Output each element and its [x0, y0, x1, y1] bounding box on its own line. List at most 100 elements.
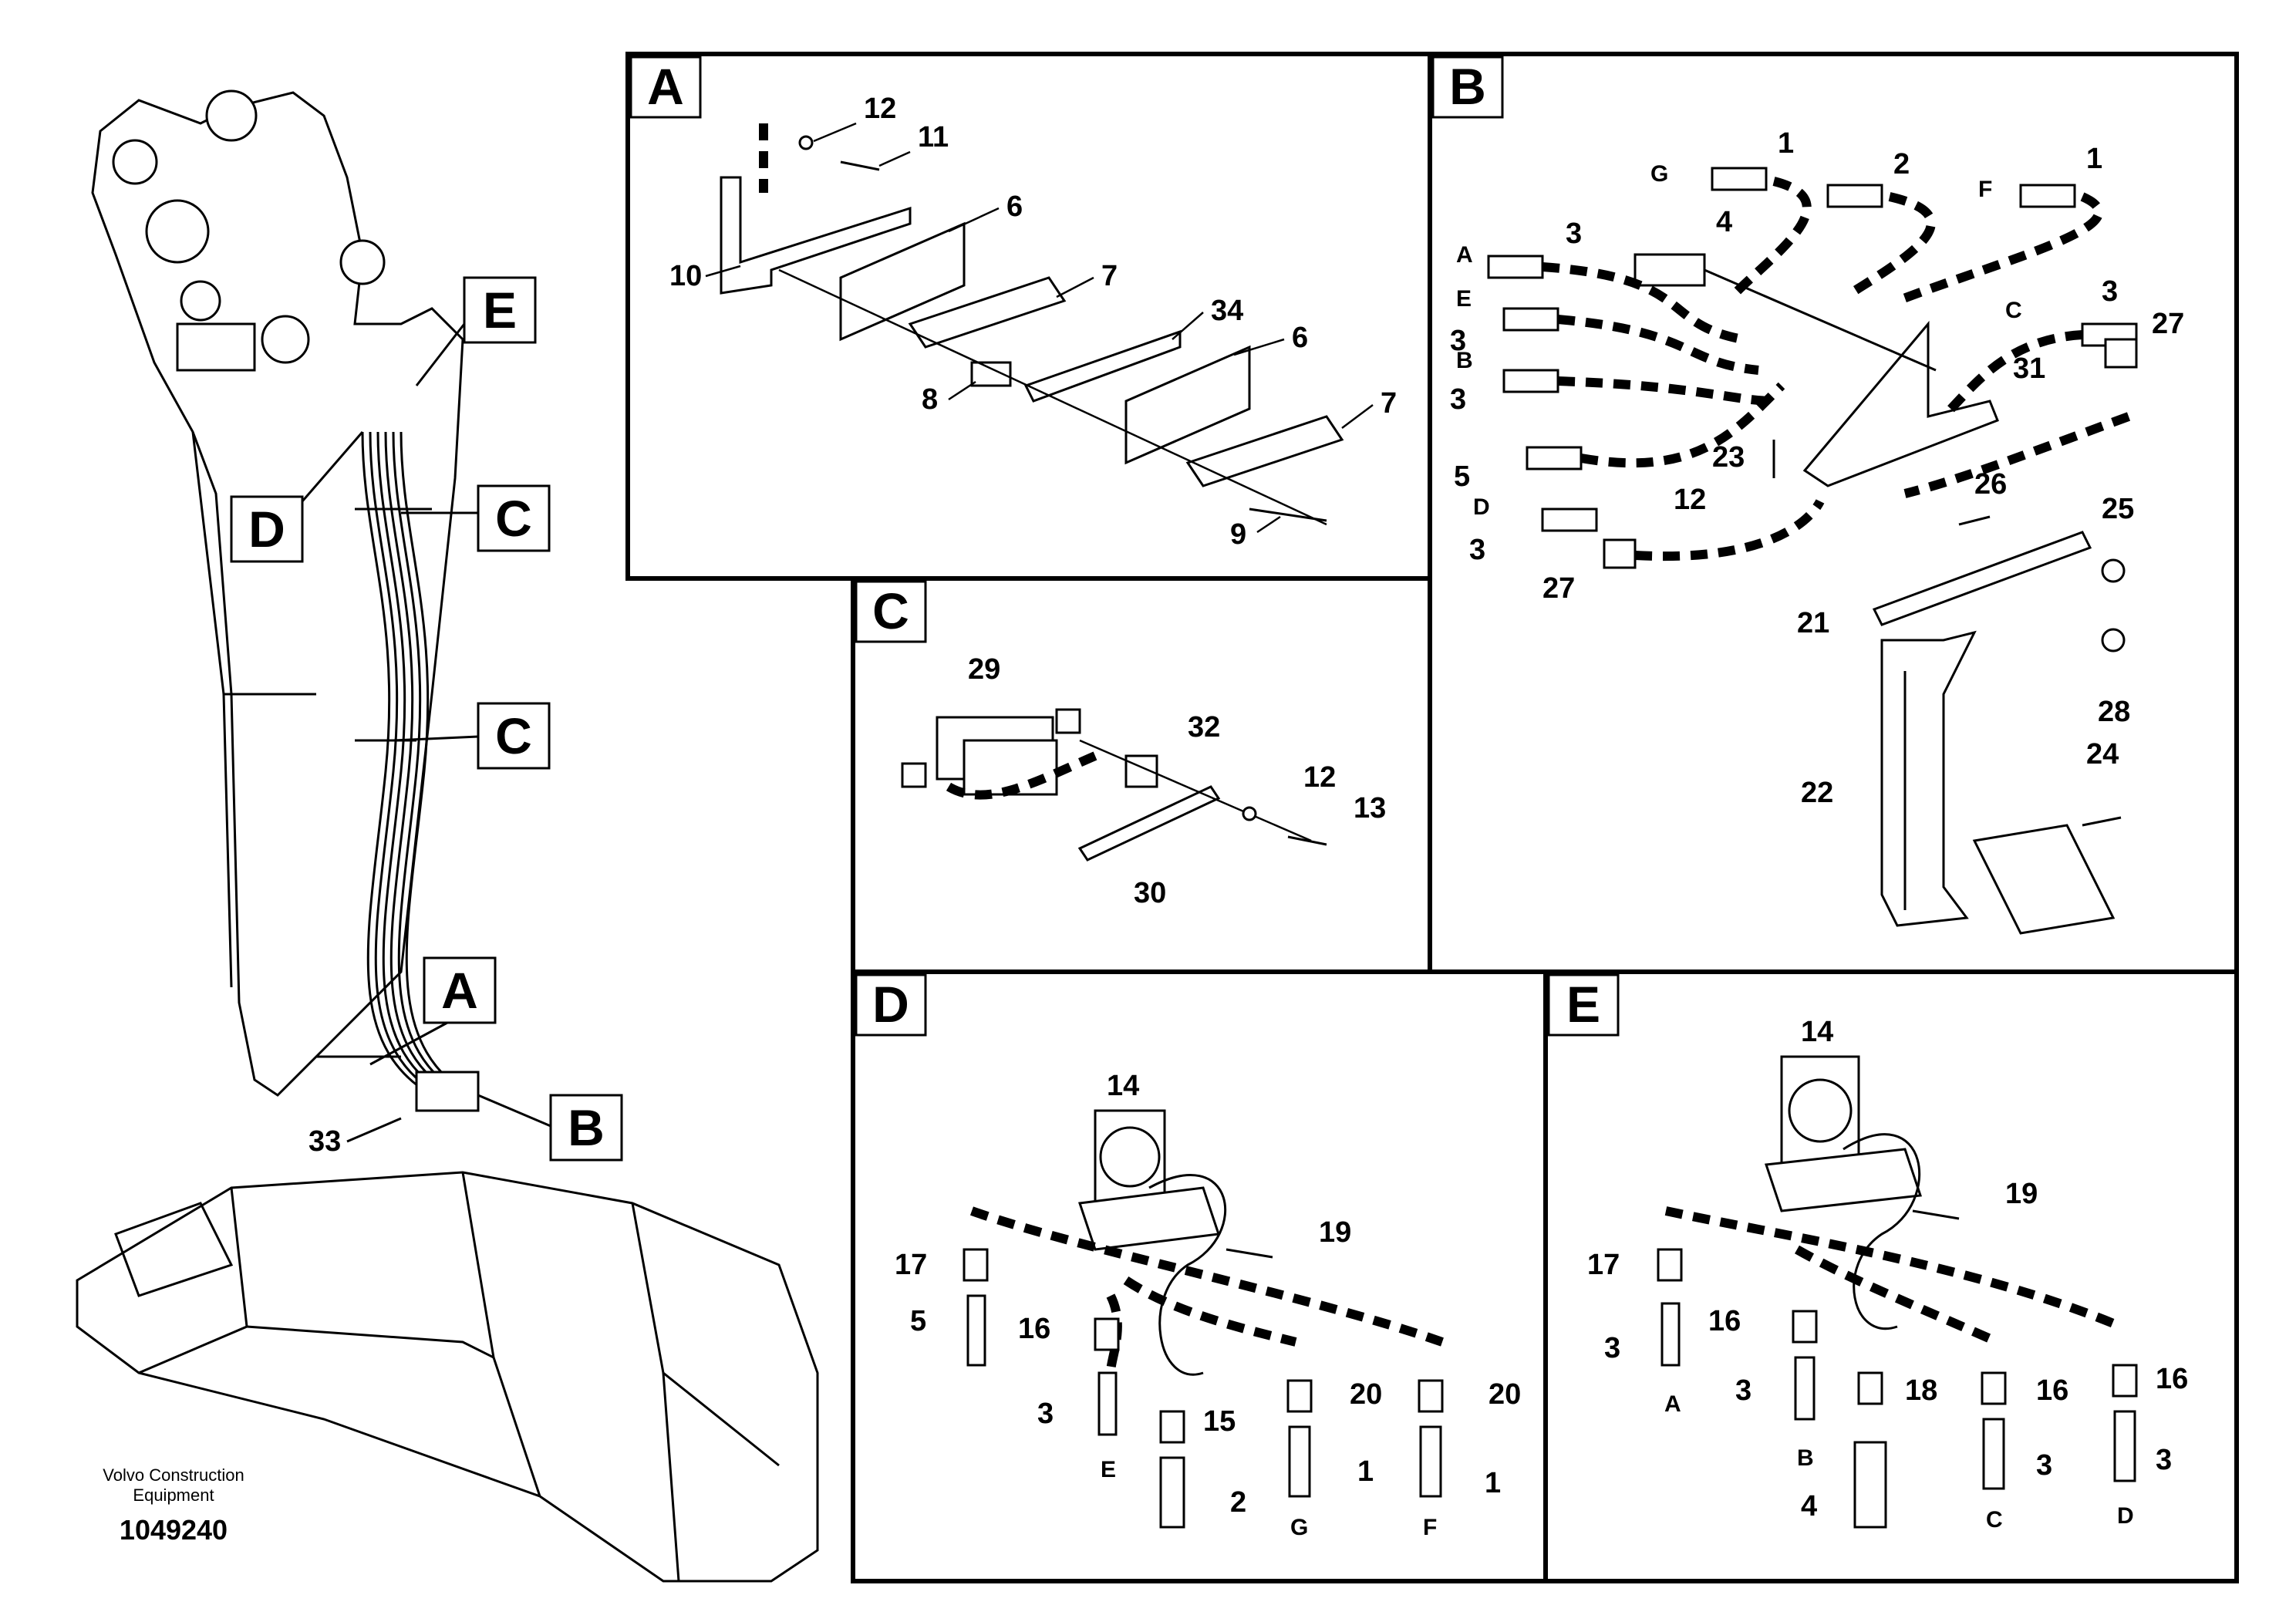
part-label: 12 — [1303, 761, 1336, 794]
hose-letter: C — [1986, 1507, 2003, 1533]
panel-c: C 29 32 12 13 30 — [851, 576, 1432, 974]
hose-letter: B — [1797, 1445, 1814, 1471]
panel-c-label: C — [872, 582, 909, 639]
panel-b: B — [1428, 52, 2239, 974]
part-label: 32 — [1188, 711, 1220, 744]
part-label: 1 — [1778, 127, 1794, 160]
boom-overview: E D C C A B 33 — [76, 89, 819, 1583]
part-label: 10 — [669, 260, 702, 292]
part-label: 28 — [2098, 696, 2130, 728]
svg-text:E: E — [483, 282, 517, 339]
part-label: 3 — [1469, 534, 1485, 566]
drawing-number: 1049240 — [120, 1514, 228, 1546]
overview-tag-e[interactable]: E — [415, 276, 537, 386]
part-label: 3 — [1735, 1374, 1752, 1407]
part-label: 12 — [864, 93, 896, 125]
part-label: 18 — [1905, 1374, 1937, 1407]
footer: Volvo Construction Equipment 1049240 — [103, 1465, 244, 1546]
hose-letter: G — [1650, 161, 1668, 187]
part-label: 6 — [1006, 191, 1023, 223]
part-label: 19 — [2005, 1178, 2038, 1210]
part-label: 3 — [1450, 383, 1466, 416]
part-label: 4 — [1716, 206, 1732, 238]
part-label: 3 — [1566, 218, 1582, 250]
svg-text:D: D — [248, 501, 285, 558]
panel-e: E 14 19 17 16 3 3 18 16 16 3 — [1543, 969, 2239, 1583]
panel-e-label: E — [1566, 976, 1600, 1033]
part-label: 3 — [1604, 1332, 1620, 1364]
part-label: 22 — [1801, 777, 1833, 809]
part-label: 34 — [1211, 295, 1243, 327]
panel-a: A 12 11 6 10 7 34 6 8 — [625, 52, 1432, 581]
part-label: 16 — [1018, 1313, 1050, 1345]
overview-tag-d[interactable]: D — [230, 431, 364, 563]
part-label: 21 — [1797, 607, 1829, 639]
svg-text:B: B — [568, 1099, 605, 1156]
hose-letter: D — [2117, 1503, 2134, 1529]
part-label: 3 — [2102, 275, 2118, 308]
panel-a-label: A — [647, 58, 684, 115]
part-label: 3 — [1037, 1398, 1054, 1430]
part-label: 7 — [1381, 387, 1397, 420]
hose-letter: B — [1456, 348, 1473, 373]
part-label: 27 — [2152, 308, 2184, 340]
part-label: 1 — [1485, 1467, 1501, 1499]
part-label: 25 — [2102, 493, 2134, 525]
part-label: 17 — [1587, 1249, 1620, 1281]
part-label: 6 — [1292, 322, 1308, 354]
part-label: 24 — [2086, 738, 2119, 771]
panel-d: D 14 19 17 5 16 20 20 3 15 — [851, 969, 1548, 1583]
part-label: 3 — [1450, 325, 1466, 357]
svg-text:C: C — [495, 490, 532, 547]
part-label: 1 — [1357, 1455, 1374, 1488]
hose-letter: D — [1473, 494, 1490, 520]
part-label: 11 — [918, 121, 949, 153]
part-label: 8 — [922, 383, 938, 416]
part-label: 31 — [2013, 352, 2045, 385]
part-label: 20 — [1489, 1378, 1521, 1411]
part-label: 9 — [1230, 518, 1246, 551]
hose-letter: F — [1978, 177, 1992, 202]
part-label: 4 — [1801, 1490, 1817, 1523]
part-label: 12 — [1674, 484, 1706, 516]
part-label: 15 — [1203, 1405, 1236, 1438]
company-line-2: Equipment — [133, 1485, 214, 1505]
part-label: 5 — [910, 1305, 926, 1337]
part-label: 16 — [2156, 1363, 2188, 1395]
part-label: 13 — [1354, 792, 1386, 824]
panel-d-label: D — [872, 976, 909, 1033]
part-label: 27 — [1542, 572, 1575, 605]
part-label: 7 — [1101, 260, 1118, 292]
hose-letter: A — [1456, 242, 1473, 268]
part-label: 19 — [1319, 1216, 1351, 1249]
part-label: 16 — [1708, 1305, 1741, 1337]
part-label: 29 — [968, 653, 1000, 686]
company-line-1: Volvo Construction — [103, 1465, 244, 1485]
overview-tag-c-upper[interactable]: C — [401, 484, 551, 552]
part-label: 1 — [2086, 143, 2102, 175]
overview-tag-a[interactable]: A — [369, 956, 497, 1066]
part-label: 3 — [2156, 1444, 2172, 1476]
part-label: 17 — [895, 1249, 927, 1281]
hose-letter: A — [1664, 1391, 1681, 1417]
panel-b-label: B — [1449, 58, 1486, 115]
part-label: 30 — [1134, 877, 1166, 909]
part-label: 26 — [1974, 468, 2007, 501]
hose-letter: C — [2005, 298, 2022, 323]
part-label: 14 — [1107, 1070, 1139, 1102]
hose-letter: F — [1423, 1515, 1437, 1540]
svg-text:A: A — [441, 962, 478, 1019]
part-label: 2 — [1893, 148, 1910, 180]
part-label: 5 — [1454, 460, 1470, 493]
overview-part-33: 33 — [308, 1125, 341, 1158]
part-label: 16 — [2036, 1374, 2068, 1407]
overview-tag-c-lower[interactable]: C — [393, 702, 551, 770]
part-label: 23 — [1712, 441, 1745, 474]
part-label: 20 — [1350, 1378, 1382, 1411]
svg-text:C: C — [495, 707, 532, 764]
part-label: 14 — [1801, 1016, 1833, 1048]
part-label: 2 — [1230, 1486, 1246, 1519]
overview-tag-b[interactable]: B — [477, 1094, 623, 1162]
part-label: 3 — [2036, 1449, 2052, 1482]
